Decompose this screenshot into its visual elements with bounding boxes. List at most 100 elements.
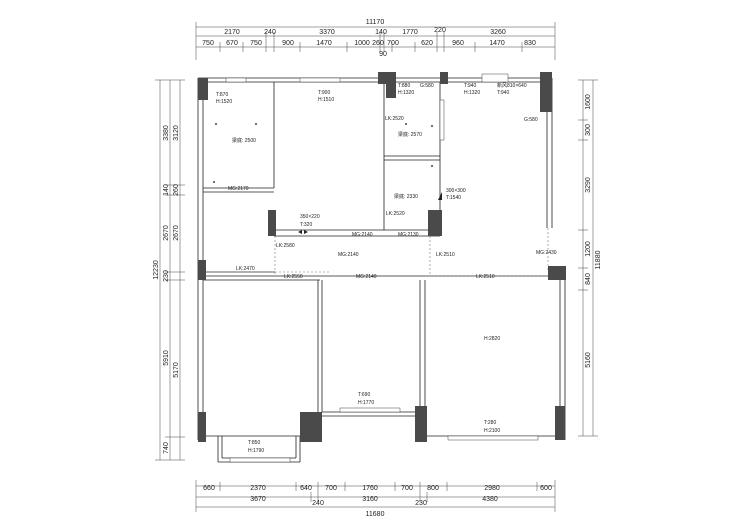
bottom-dim-8: 2980 <box>484 485 500 492</box>
bottom-sub-5: 4380 <box>482 496 498 503</box>
top-sub-10: 960 <box>452 40 464 47</box>
bottom-dim-9: 600 <box>540 485 552 492</box>
bottom-sub-4: 230 <box>415 500 427 507</box>
bottom-dim-3: 640 <box>300 485 312 492</box>
label-k-beam: 梁底: 2330 <box>394 193 418 200</box>
top-sub-12: 830 <box>524 40 536 47</box>
top-dim-6: 220 <box>434 27 446 34</box>
label-r-h: H:1320 <box>464 90 480 96</box>
label-bath-lk: LK:2520 <box>385 116 404 122</box>
markers <box>213 123 442 234</box>
label-c-mg: MG:2140 <box>338 252 359 258</box>
label-bath-g: G:580 <box>420 83 434 89</box>
label-m-box: 350×220 <box>300 214 320 220</box>
bottom-dim-5: 1760 <box>362 485 378 492</box>
top-dim-1: 2170 <box>224 29 240 36</box>
label-bl-t: T:850 <box>248 440 260 446</box>
top-dim-4: 140 <box>375 29 387 36</box>
right-inner-3: 3290 <box>585 177 592 193</box>
columns <box>198 72 566 442</box>
top-overall-dim: 11170 <box>366 19 385 26</box>
label-big-h: H:2820 <box>484 336 500 342</box>
label-bath-h: H:1320 <box>398 90 414 96</box>
top-sub-3: 750 <box>250 40 262 47</box>
top-dim-3: 3370 <box>319 29 335 36</box>
label-r-g: G:580 <box>524 117 538 123</box>
label-bl-h: H:1790 <box>248 448 264 454</box>
label-tl-beam: 梁底: 2500 <box>232 137 256 144</box>
left-outer-6: 740 <box>163 442 170 454</box>
top-sub-9: 620 <box>421 40 433 47</box>
left-overall-dim: 12230 <box>153 260 160 280</box>
label-k-mg: MG:2130 <box>398 232 419 238</box>
label-br-h: H:2100 <box>484 428 500 434</box>
left-outer-4: 230 <box>163 270 170 282</box>
right-inner-5: 840 <box>585 273 592 285</box>
bottom-dim-2: 2370 <box>250 485 266 492</box>
label-c-lk3: LK:2510 <box>436 252 455 258</box>
top-dim-5: 1770 <box>402 29 418 36</box>
top-sub-2: 670 <box>226 40 238 47</box>
label-bath-t: T:880 <box>398 83 410 89</box>
left-outer-1: 3380 <box>163 125 170 141</box>
room-labels: T:870 H:1520 梁底: 2500 MG:2170 T:900 H:15… <box>216 82 557 454</box>
label-tl-top: T:870 <box>216 92 228 98</box>
top-dimensions: 11170 2170 240 3370 140 1770 220 3260 75… <box>195 19 556 60</box>
label-br-t: T:280 <box>484 420 496 426</box>
label-mid-h: H:1510 <box>318 97 334 103</box>
right-inner-1: 1600 <box>585 94 592 110</box>
left-inner-1: 3120 <box>173 125 180 141</box>
label-mid-top: T:900 <box>318 90 330 96</box>
left-outer-2: 140 <box>163 184 170 196</box>
bottom-sub-2: 240 <box>312 500 324 507</box>
label-k-lk: LK:2520 <box>386 211 405 217</box>
top-dim-7: 3260 <box>490 29 506 36</box>
top-sub-1: 750 <box>202 40 214 47</box>
label-m-mg: MG:2140 <box>352 232 373 238</box>
bottom-dim-6: 700 <box>401 485 413 492</box>
label-c-lk4: LK:2510 <box>476 274 495 280</box>
label-m-box-t: T:320 <box>300 222 312 228</box>
left-outer-5: 5910 <box>163 350 170 366</box>
left-inner-4: 5170 <box>173 362 180 378</box>
label-c-lk5: LK:2550 <box>284 274 303 280</box>
bottom-dim-1: 660 <box>203 485 215 492</box>
top-sub-4: 900 <box>282 40 294 47</box>
label-r-t: T:940 <box>464 83 476 89</box>
left-outer-3: 2670 <box>163 225 170 241</box>
top-sub-5: 1470 <box>316 40 332 47</box>
left-inner-3: 2670 <box>173 225 180 241</box>
bottom-dim-7: 800 <box>427 485 439 492</box>
right-dimensions: 1600 300 3290 1200 840 5160 11880 <box>578 79 602 437</box>
right-inner-6: 5160 <box>585 352 592 368</box>
right-overall-dim: 11880 <box>595 250 602 269</box>
right-inner-4: 1200 <box>585 241 592 257</box>
left-inner-2: 260 <box>173 184 180 196</box>
label-k-vent-t: T:1540 <box>446 195 461 201</box>
label-c-mg2: MG:2140 <box>356 274 377 280</box>
label-c-lk2: LK:2470 <box>236 266 255 272</box>
bottom-sub-1: 3670 <box>250 496 266 503</box>
bottom-overall-dim: 11680 <box>366 511 385 518</box>
top-dim-2: 240 <box>264 29 276 36</box>
label-c-lk: LK:2580 <box>276 243 295 249</box>
top-sub-8: 700 <box>387 40 399 47</box>
bottom-dim-4: 700 <box>325 485 337 492</box>
top-sub-11: 1470 <box>489 40 505 47</box>
windows <box>225 73 539 463</box>
top-sub-7: 260 <box>372 40 384 47</box>
label-tl-h: H:1520 <box>216 99 232 105</box>
bottom-sub-3: 3160 <box>362 496 378 503</box>
right-inner-2: 300 <box>585 124 592 136</box>
label-r-t2: T:940 <box>497 90 509 96</box>
left-dimensions: 12230 3380 140 2670 230 5910 740 3120 26… <box>153 79 185 461</box>
top-sub-6: 1000 <box>354 40 370 47</box>
label-tl-door: MG:2170 <box>228 186 249 192</box>
label-mw-h: H:1770 <box>358 400 374 406</box>
label-r-mg: MG:2430 <box>536 250 557 256</box>
label-r-new: 新风810×640 <box>497 82 527 89</box>
label-k-vent: 300×300 <box>446 188 466 194</box>
label-bath-beam: 梁底: 2570 <box>398 131 422 138</box>
top-sub-extra: 90 <box>379 51 387 58</box>
